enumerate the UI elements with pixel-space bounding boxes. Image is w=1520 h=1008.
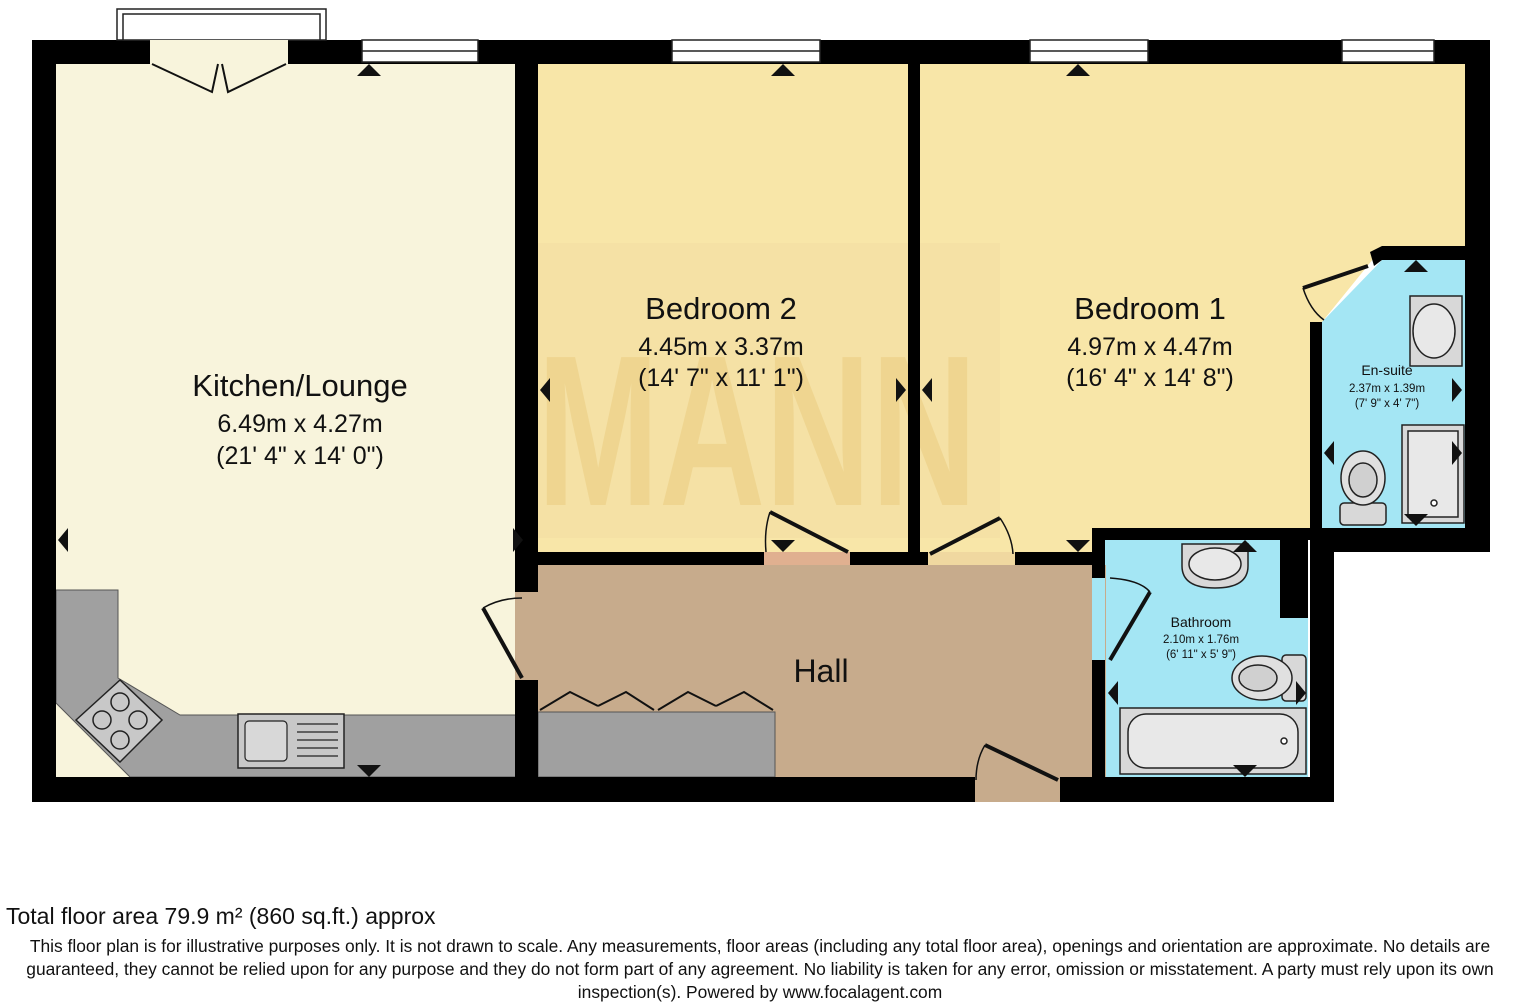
bathroom-name: Bathroom bbox=[1171, 614, 1232, 630]
bedroom2-floor bbox=[538, 64, 908, 554]
balcony bbox=[116, 8, 327, 94]
bedroom2-door-opening bbox=[764, 552, 850, 565]
hob-burner bbox=[92, 710, 112, 730]
ensuite-metric: 2.37m x 1.39m bbox=[1349, 383, 1425, 395]
cupboard-doors bbox=[539, 690, 774, 711]
bedroom2-name: Bedroom 2 bbox=[645, 291, 797, 326]
bedroom2-metric: 4.45m x 3.37m bbox=[638, 333, 803, 361]
bathroom-metric: 2.10m x 1.76m bbox=[1163, 634, 1239, 646]
kitchen-lounge-imperial: (21' 4" x 14' 0") bbox=[216, 442, 384, 470]
sink-bowl bbox=[244, 720, 288, 762]
hob-burner bbox=[110, 692, 130, 712]
kitchen-lounge-metric: 6.49m x 4.27m bbox=[217, 410, 382, 438]
hall-name: Hall bbox=[793, 653, 848, 689]
watermark-band bbox=[522, 243, 1000, 538]
kitchen-lounge-name: Kitchen/Lounge bbox=[192, 368, 407, 403]
bedroom1-imperial: (16' 4" x 14' 8") bbox=[1066, 364, 1234, 392]
bedroom1-floor bbox=[920, 64, 1465, 554]
kitchen-door-opening bbox=[515, 592, 538, 680]
bathroom-fixtures bbox=[1119, 543, 1307, 775]
ensuite-name: En-suite bbox=[1361, 362, 1413, 378]
hob bbox=[74, 678, 164, 764]
ensuite-basin-bowl bbox=[1412, 303, 1456, 359]
sink-drainer bbox=[297, 723, 338, 757]
ensuite-fixtures bbox=[1339, 295, 1465, 526]
disclaimer-text: This floor plan is for illustrative purp… bbox=[26, 936, 1494, 1002]
bedroom1-name: Bedroom 1 bbox=[1074, 291, 1226, 326]
bedroom1-door-opening bbox=[928, 552, 1015, 565]
total-floor-area: Total floor area 79.9 m² (860 sq.ft.) ap… bbox=[6, 903, 436, 929]
watermark-text: MANN bbox=[537, 310, 977, 551]
bathroom-door-opening bbox=[1092, 578, 1105, 660]
door-swings bbox=[481, 264, 1369, 782]
hob-burner bbox=[128, 710, 148, 730]
windows bbox=[361, 39, 1435, 63]
measurement-markers bbox=[58, 64, 1462, 777]
floor-plan: MANN bbox=[32, 8, 1490, 802]
hall-cupboard bbox=[537, 711, 776, 778]
bedroom2-imperial: (14' 7" x 11' 1") bbox=[638, 364, 804, 392]
front-door-opening bbox=[975, 777, 1060, 802]
bedroom1-metric: 4.97m x 4.47m bbox=[1067, 333, 1232, 361]
ensuite-toilet-cistern bbox=[1339, 502, 1387, 526]
hob-burner bbox=[110, 730, 130, 750]
bathroom-imperial: (6' 11" x 5' 9") bbox=[1166, 649, 1236, 661]
kitchen-lounge-floor bbox=[56, 64, 526, 777]
ensuite-imperial: (7' 9" x 4' 7") bbox=[1355, 398, 1419, 410]
